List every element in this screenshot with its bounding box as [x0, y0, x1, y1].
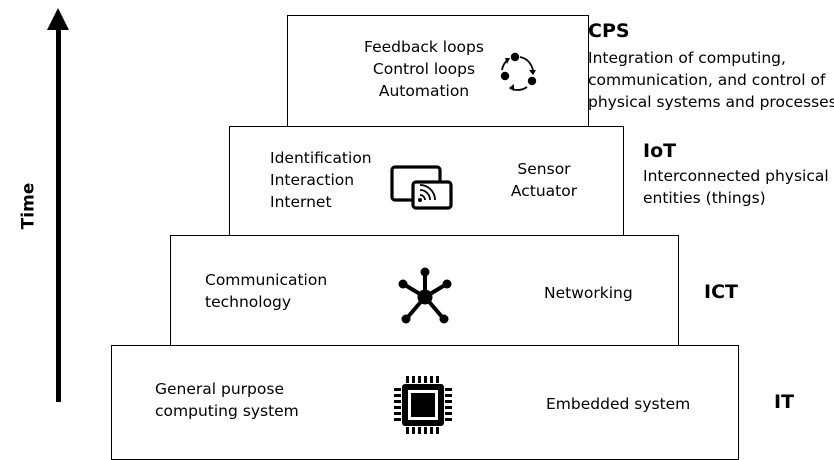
iot-left-3: Internet [270, 193, 332, 211]
ict-level-name: ICT [704, 281, 738, 303]
iot-left-features: Identification Interaction Internet [270, 147, 372, 213]
ict-left-2: technology [205, 293, 292, 311]
it-right-features: Embedded system [546, 393, 690, 415]
cycle-icon [500, 52, 537, 91]
iot-right-2: Actuator [510, 182, 578, 200]
cps-desc-line-2: communication, and control of [588, 71, 826, 89]
ict-right-1: Networking [544, 284, 633, 302]
it-left-features: General purpose computing system [155, 378, 299, 422]
iot-description: Interconnected physical entities (things… [643, 165, 829, 209]
iot-desc-line-2: entities (things) [643, 189, 766, 207]
it-level-name: IT [774, 391, 795, 413]
time-axis-label: Time [18, 182, 39, 230]
cps-features: Feedback loops Control loops Automation [358, 36, 490, 102]
it-right-1: Embedded system [546, 395, 691, 413]
ict-left-features: Communication technology [205, 269, 327, 313]
it-left-2: computing system [155, 402, 299, 420]
ict-right-features: Networking [544, 282, 633, 304]
cps-desc-line-3: physical systems and processes [588, 93, 834, 111]
time-axis-label-wrap: Time [8, 183, 48, 230]
network-node-icon [398, 267, 452, 324]
iot-right-1: Sensor [517, 160, 571, 178]
wireless-screens-icon [390, 165, 453, 210]
iot-right-features: Sensor Actuator [505, 158, 583, 202]
cps-feature-2: Control loops [372, 60, 476, 78]
cps-box [287, 15, 589, 128]
time-arrow [56, 26, 61, 402]
time-arrow-head [47, 8, 69, 30]
chip-icon [394, 376, 452, 434]
ict-left-1: Communication [205, 271, 328, 289]
cps-feature-1: Feedback loops [364, 38, 484, 56]
iot-left-1: Identification [270, 149, 372, 167]
cps-level-name: CPS [588, 20, 630, 42]
cps-description: Integration of computing, communication,… [588, 47, 834, 113]
cps-desc-line-1: Integration of computing, [588, 49, 786, 67]
cps-feature-3: Automation [378, 82, 470, 100]
iot-desc-line-1: Interconnected physical [643, 167, 829, 185]
it-left-1: General purpose [155, 380, 284, 398]
iot-level-name: IoT [643, 140, 677, 162]
iot-left-2: Interaction [270, 171, 355, 189]
